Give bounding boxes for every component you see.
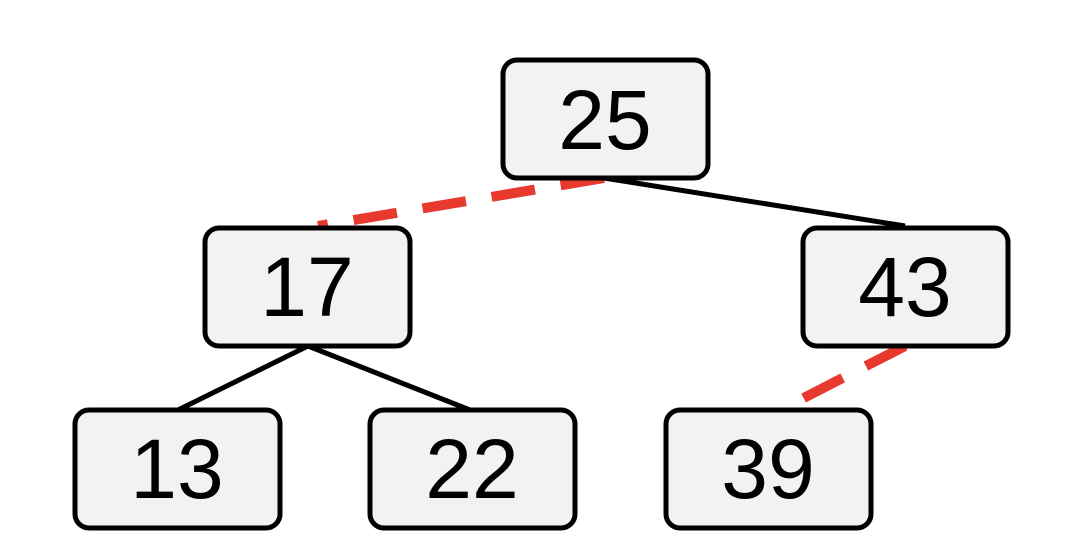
edges-layer xyxy=(176,173,908,413)
node-box xyxy=(663,407,874,531)
node-box xyxy=(800,225,1011,349)
tree-node-25: 25 xyxy=(500,57,711,181)
node-box xyxy=(72,407,283,531)
tree-node-17: 17 xyxy=(202,225,413,349)
edge-25-17 xyxy=(317,173,605,231)
edge-43-39 xyxy=(787,341,908,410)
node-label: 13 xyxy=(130,422,223,516)
node-box xyxy=(500,57,711,181)
edge-25-43 xyxy=(603,175,906,229)
tree-node-22: 22 xyxy=(367,407,578,531)
node-label: 17 xyxy=(260,240,353,334)
node-box xyxy=(367,407,578,531)
tree-node-13: 13 xyxy=(72,407,283,531)
tree-node-39: 39 xyxy=(663,407,874,531)
node-label: 25 xyxy=(558,73,651,167)
nodes-layer: 25 17 43 13 22 39 xyxy=(72,57,1011,531)
node-box xyxy=(202,225,413,349)
node-label: 43 xyxy=(858,240,951,334)
edge-17-22 xyxy=(307,343,471,413)
node-label: 39 xyxy=(721,422,814,516)
tree-node-43: 43 xyxy=(800,225,1011,349)
edge-17-13 xyxy=(176,343,310,413)
node-label: 22 xyxy=(425,422,518,516)
